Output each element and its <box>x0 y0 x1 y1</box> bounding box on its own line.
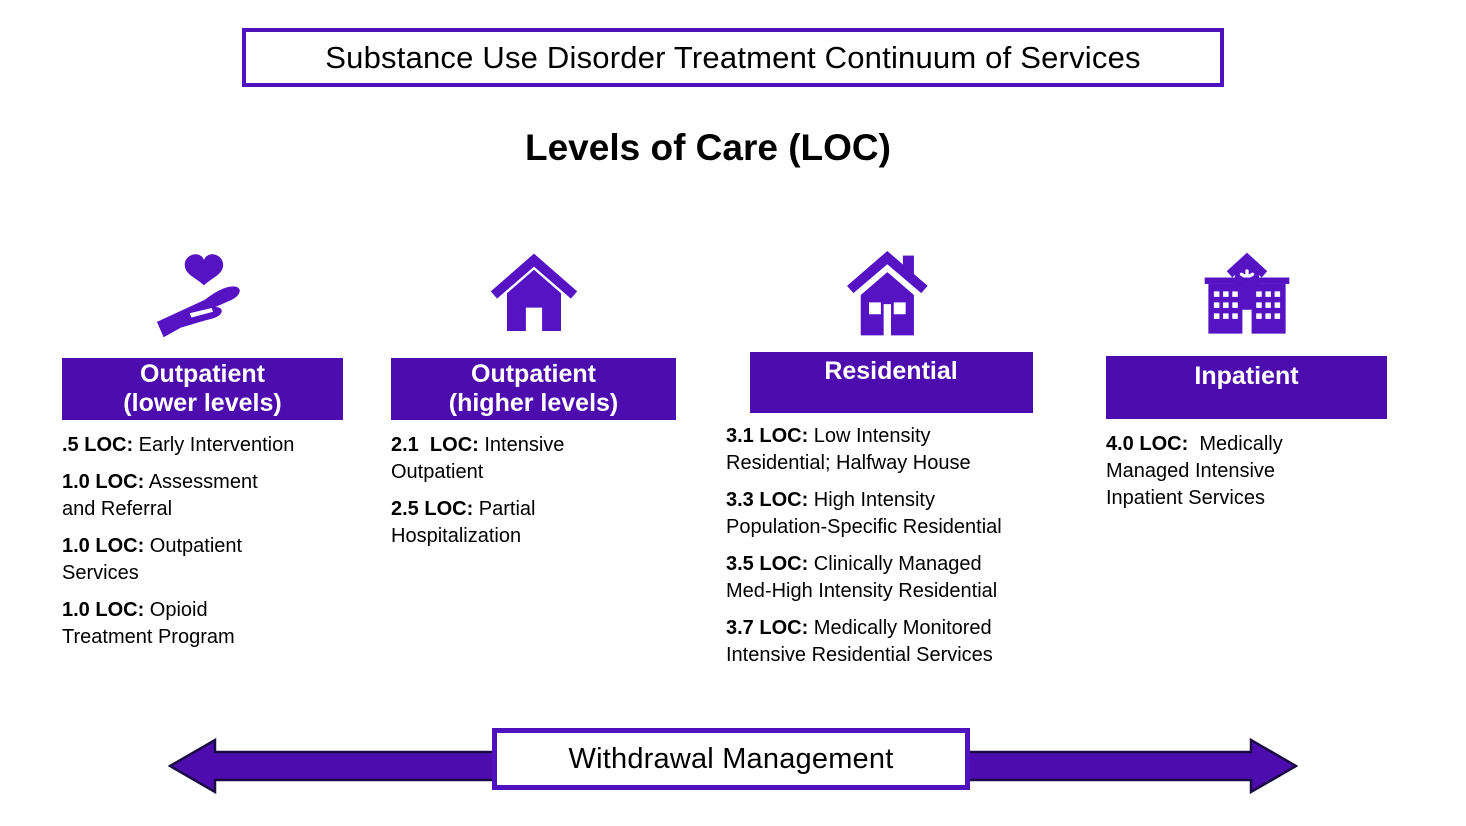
loc-level-label: .5 LOC: <box>62 434 134 456</box>
loc-item: 3.3 LOC: High Intensity Population-Speci… <box>726 487 1056 541</box>
loc-level-label: 1.0 LOC: <box>62 471 145 493</box>
heart-in-hand-icon <box>156 254 240 338</box>
loc-item: .5 LOC: Early Intervention <box>62 432 343 459</box>
title-box: Substance Use Disorder Treatment Continu… <box>242 28 1224 87</box>
loc-service-text: Intensive Outpatient <box>391 434 565 483</box>
loc-item: 2.5 LOC: Partial Hospitalization <box>391 496 676 550</box>
withdrawal-management-box: Withdrawal Management <box>492 728 970 790</box>
column-header-outpatient-higher: Outpatient (higher levels) <box>391 358 676 420</box>
loc-item: 3.7 LOC: Medically Monitored Intensive R… <box>726 615 1056 669</box>
loc-level-label: 1.0 LOC: <box>62 535 145 557</box>
column-header-inpatient: Inpatient <box>1106 356 1387 419</box>
loc-item: 1.0 LOC: Assessment and Referral <box>62 469 343 523</box>
icon-row <box>62 245 343 345</box>
house-with-chimney-icon <box>847 251 928 336</box>
loc-service-text: Outpatient Services <box>62 535 243 584</box>
loc-level-label: 1.0 LOC: <box>62 599 145 621</box>
loc-service-text: Clinically Managed Med-High Intensity Re… <box>726 553 998 602</box>
loc-list-inpatient: 4.0 LOC: Medically Managed Intensive Inp… <box>1106 431 1387 512</box>
house-icon <box>490 253 577 331</box>
withdrawal-management-label: Withdrawal Management <box>568 742 894 775</box>
loc-item: 3.1 LOC: Low Intensity Residential; Half… <box>726 423 1056 477</box>
loc-level-label: 3.3 LOC: <box>726 489 809 511</box>
loc-list-outpatient-lower: .5 LOC: Early Intervention 1.0 LOC: Asses… <box>62 432 343 651</box>
column-residential: Residential 3.1 LOC: Low Intensity Resid… <box>726 245 1056 679</box>
loc-item: 1.0 LOC: Opioid Treatment Program <box>62 597 343 651</box>
loc-service-text: High Intensity Population-Specific Resid… <box>726 489 1002 538</box>
loc-service-text: Assessment and Referral <box>62 471 258 520</box>
loc-level-label: 3.1 LOC: <box>726 425 809 447</box>
diagram-title: Substance Use Disorder Treatment Continu… <box>325 39 1141 75</box>
loc-service-text: Opioid Treatment Program <box>62 599 235 648</box>
loc-service-text: Low Intensity Residential; Halfway House <box>726 425 971 474</box>
loc-list-outpatient-higher: 2.1 LOC: Intensive Outpatient 2.5 LOC: Pa… <box>391 432 676 550</box>
column-outpatient-higher: Outpatient (higher levels) 2.1 LOC: Inte… <box>391 245 676 560</box>
column-header-residential: Residential <box>749 352 1033 413</box>
icon-row <box>391 245 676 345</box>
loc-service-text: Early Intervention <box>133 434 295 456</box>
loc-level-label: 4.0 LOC: <box>1106 433 1189 455</box>
loc-level-label: 3.7 LOC: <box>726 617 809 639</box>
loc-service-text: Partial Hospitalization <box>391 498 536 547</box>
hospital-icon <box>1204 252 1289 334</box>
loc-level-label: 2.5 LOC: <box>391 498 474 520</box>
diagram-subtitle: Levels of Care (LOC) <box>525 127 891 168</box>
column-outpatient-lower: Outpatient (lower levels) .5 LOC: Early … <box>62 245 343 661</box>
icon-row <box>1106 245 1387 345</box>
loc-item: 3.5 LOC: Clinically Managed Med-High Int… <box>726 551 1056 605</box>
column-header-outpatient-lower: Outpatient (lower levels) <box>62 358 343 420</box>
icon-row <box>726 245 1056 345</box>
loc-list-residential: 3.1 LOC: Low Intensity Residential; Half… <box>726 423 1056 669</box>
loc-item: 4.0 LOC: Medically Managed Intensive Inp… <box>1106 431 1387 512</box>
loc-item: 2.1 LOC: Intensive Outpatient <box>391 432 676 486</box>
loc-level-label: 3.5 LOC: <box>726 553 809 575</box>
loc-level-label: 2.1 LOC: <box>391 434 479 456</box>
column-inpatient: Inpatient 4.0 LOC: Medically Managed Int… <box>1106 245 1387 522</box>
loc-service-text: Medically Managed Intensive Inpatient Se… <box>1106 433 1283 509</box>
loc-service-text: Medically Monitored Intensive Residentia… <box>726 617 993 666</box>
loc-item: 1.0 LOC: Outpatient Services <box>62 533 343 587</box>
